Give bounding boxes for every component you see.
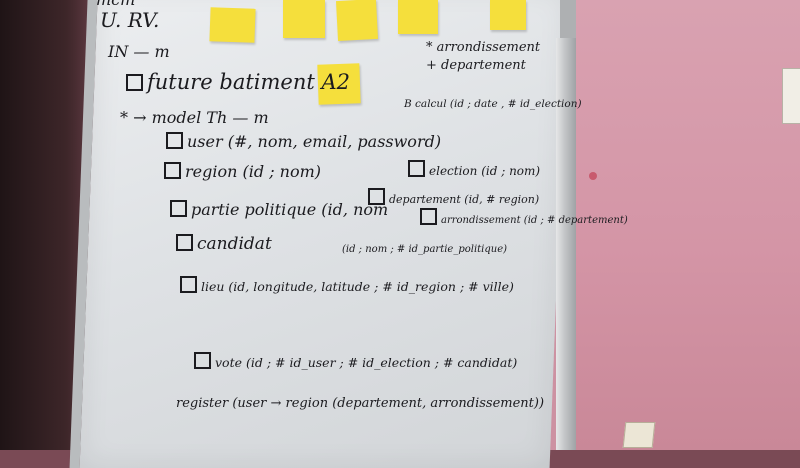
checkbox-icon: [408, 160, 425, 177]
checkbox-icon: [126, 74, 143, 91]
sticky-note: [398, 0, 438, 34]
checkbox-icon: [194, 352, 211, 369]
checkbox-icon: [180, 276, 197, 293]
handwriting-vote: vote (id ; # id_user ; # id_election ; #…: [194, 352, 517, 370]
checkbox-icon: [176, 234, 193, 251]
handwriting-uav: U. RV.: [100, 8, 160, 32]
handwriting-model: * → model Th — m: [120, 108, 269, 127]
handwriting-arrondissement-model: arrondissement (id ; # departement): [420, 208, 628, 226]
whiteboard-frame-top: [560, 0, 576, 38]
handwriting-candidat-fields: (id ; nom ; # id_partie_politique): [342, 244, 508, 255]
handwriting-election: election (id ; nom): [408, 160, 540, 178]
handwriting-parti: partie politique (id, nom: [170, 200, 388, 219]
handwriting-departement: departement (id, # region): [368, 188, 539, 206]
checkbox-icon: [164, 162, 181, 179]
checkbox-icon: [420, 208, 437, 225]
handwriting-future: future batiment A2: [126, 70, 350, 94]
handwriting-plus-departement: + departement: [426, 58, 526, 73]
checkbox-icon: [170, 200, 187, 217]
sticky-note: [335, 0, 379, 42]
handwriting-user: user (#, nom, email, password): [166, 132, 441, 151]
handwriting-candidat: candidat: [176, 234, 272, 254]
checkbox-icon: [368, 188, 385, 205]
handwriting-lieu: lieu (id, longitude, latitude ; # id_reg…: [180, 276, 514, 294]
handwriting-arrow-line: IN — m: [108, 42, 170, 61]
push-pin: [589, 172, 597, 180]
handwriting-region: region (id ; nom): [164, 162, 321, 181]
checkbox-icon: [166, 132, 183, 149]
wall-outlet: [622, 422, 656, 448]
handwriting-calcul: B calcul (id ; date , # id_election): [404, 98, 582, 110]
sticky-note: [490, 0, 526, 30]
whiteboard-frame-rail: [556, 38, 576, 450]
handwriting-register: register (user → region (departement, ar…: [176, 396, 545, 411]
light-switch: [782, 68, 800, 124]
handwriting-star-arrondissement: * arrondissement: [426, 40, 541, 55]
pink-wall: [575, 0, 800, 450]
sticky-note: [209, 7, 256, 43]
sticky-note: [283, 0, 325, 38]
handwriting-top-fragment: mcm: [96, 0, 135, 9]
